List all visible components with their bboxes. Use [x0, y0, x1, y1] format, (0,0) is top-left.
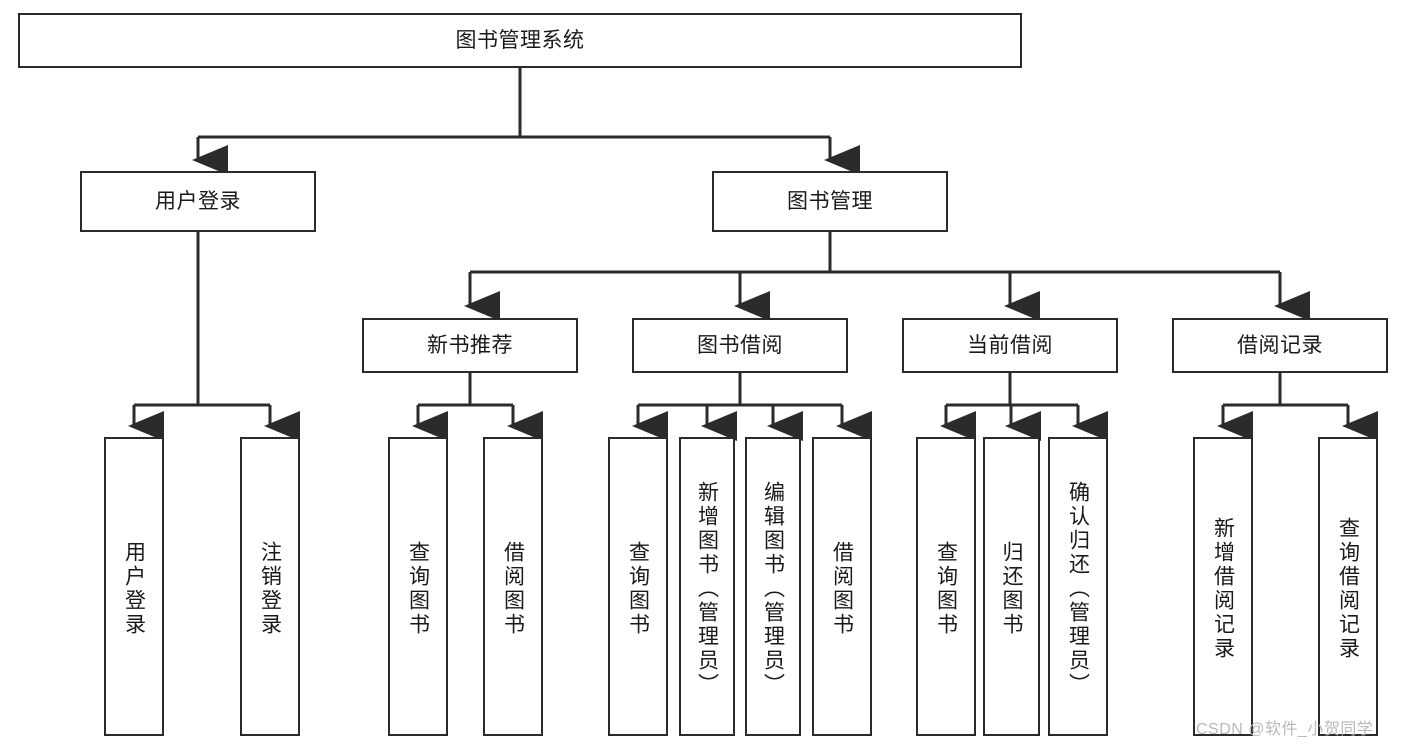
- node-book-management[interactable]: 图书管理: [712, 171, 948, 232]
- node-book-borrow[interactable]: 图书借阅: [632, 318, 848, 373]
- leaf-borrow-book[interactable]: 借阅图书: [812, 437, 872, 736]
- leaf-user-login[interactable]: 用户登录: [104, 437, 164, 736]
- node-user-login-label: 用户登录: [155, 189, 241, 213]
- leaf-query-book-borrow-label: 查询图书: [626, 540, 650, 637]
- leaf-confirm-return-admin[interactable]: 确认归还（管理员）: [1048, 437, 1108, 736]
- node-current-borrow[interactable]: 当前借阅: [902, 318, 1118, 373]
- leaf-query-book-current[interactable]: 查询图书: [916, 437, 976, 736]
- leaf-query-borrow-record-label: 查询借阅记录: [1336, 516, 1360, 661]
- node-book-management-label: 图书管理: [787, 189, 873, 213]
- node-root-system[interactable]: 图书管理系统: [18, 13, 1022, 68]
- leaf-query-book-current-label: 查询图书: [934, 540, 958, 637]
- node-new-book-recommend[interactable]: 新书推荐: [362, 318, 578, 373]
- leaf-edit-book-admin[interactable]: 编辑图书（管理员）: [745, 437, 801, 736]
- leaf-return-book[interactable]: 归还图书: [983, 437, 1040, 736]
- node-borrow-record[interactable]: 借阅记录: [1172, 318, 1388, 373]
- leaf-user-login-label: 用户登录: [122, 540, 146, 637]
- node-root-system-label: 图书管理系统: [455, 28, 585, 52]
- leaf-logout[interactable]: 注销登录: [240, 437, 300, 736]
- node-current-borrow-label: 当前借阅: [967, 333, 1053, 357]
- node-new-book-recommend-label: 新书推荐: [427, 333, 513, 357]
- leaf-return-book-label: 归还图书: [1000, 540, 1023, 637]
- leaf-add-borrow-record[interactable]: 新增借阅记录: [1193, 437, 1253, 736]
- leaf-add-book-admin[interactable]: 新增图书（管理员）: [679, 437, 735, 736]
- leaf-borrow-book-label: 借阅图书: [830, 540, 854, 637]
- leaf-logout-label: 注销登录: [258, 540, 282, 637]
- leaf-borrow-book-recommend-label: 借阅图书: [501, 540, 525, 637]
- node-user-login[interactable]: 用户登录: [80, 171, 316, 232]
- node-borrow-record-label: 借阅记录: [1237, 333, 1323, 357]
- leaf-query-book-borrow[interactable]: 查询图书: [608, 437, 668, 736]
- node-book-borrow-label: 图书借阅: [697, 333, 783, 357]
- leaf-edit-book-admin-label: 编辑图书（管理员）: [761, 480, 785, 697]
- leaf-borrow-book-recommend[interactable]: 借阅图书: [483, 437, 543, 736]
- leaf-add-book-admin-label: 新增图书（管理员）: [695, 480, 719, 697]
- leaf-query-book-recommend[interactable]: 查询图书: [388, 437, 448, 736]
- leaf-confirm-return-admin-label: 确认归还（管理员）: [1066, 480, 1090, 697]
- leaf-query-borrow-record[interactable]: 查询借阅记录: [1318, 437, 1378, 736]
- leaf-query-book-recommend-label: 查询图书: [406, 540, 430, 637]
- leaf-add-borrow-record-label: 新增借阅记录: [1211, 516, 1235, 661]
